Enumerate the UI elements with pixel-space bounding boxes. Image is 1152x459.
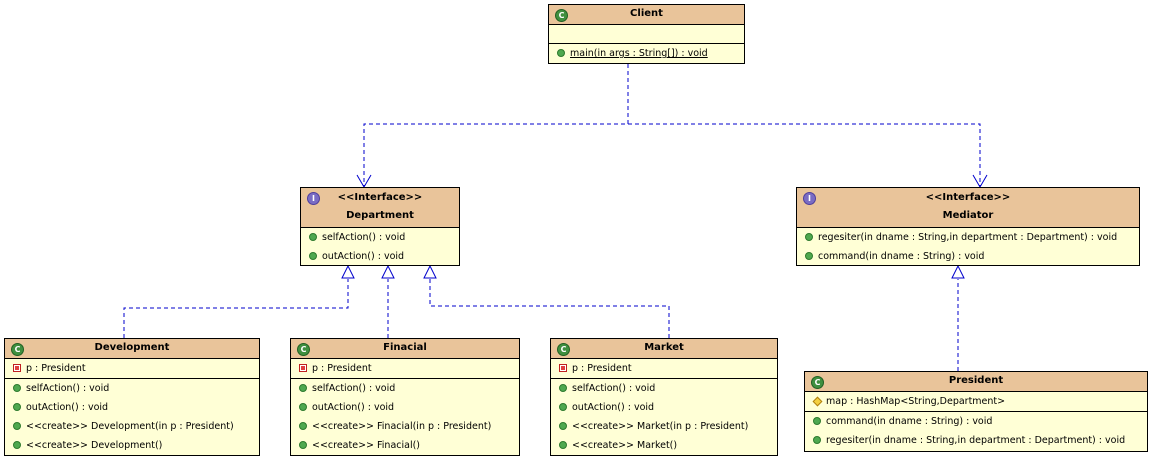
interface-department[interactable]: I <<Interface>> Department selfAction() … — [300, 187, 460, 266]
class-name: Mediator — [942, 210, 994, 221]
method-row: selfAction() : void — [5, 379, 259, 398]
method-row: <<create>> Finacial() — [291, 436, 519, 455]
triangle-development — [341, 264, 355, 279]
private-icon — [13, 364, 21, 372]
attributes-section — [549, 25, 744, 43]
method-row: <<create>> Finacial(in p : President) — [291, 417, 519, 436]
method-row: main(in args : String[]) : void — [549, 44, 744, 63]
realization-line-development — [123, 279, 349, 338]
method-row: <<create>> Market() — [551, 436, 777, 455]
method-row: command(in dname : String) : void — [805, 412, 1147, 431]
class-header: I <<Interface>> Department — [301, 188, 459, 228]
interface-mediator[interactable]: I <<Interface>> Mediator regesiter(in dn… — [796, 187, 1140, 266]
methods-section: selfAction() : void outAction() : void <… — [291, 378, 519, 455]
method-row: selfAction() : void — [291, 379, 519, 398]
class-icon: C — [811, 376, 824, 389]
private-icon — [559, 364, 567, 372]
class-president[interactable]: C President map : HashMap<String,Departm… — [804, 371, 1148, 452]
class-icon: C — [555, 9, 568, 22]
public-icon — [559, 441, 567, 449]
public-icon — [13, 384, 21, 392]
public-icon — [813, 417, 821, 425]
methods-section: selfAction() : void outAction() : void — [301, 228, 459, 266]
class-icon: C — [297, 343, 310, 356]
class-name: Market — [644, 342, 684, 353]
class-name: Client — [630, 8, 663, 19]
public-icon — [805, 252, 813, 260]
method-row: outAction() : void — [5, 398, 259, 417]
class-development[interactable]: C Development p : President selfAction()… — [4, 338, 260, 456]
class-icon: C — [11, 343, 24, 356]
method-row: outAction() : void — [291, 398, 519, 417]
triangle-finacial — [381, 264, 395, 279]
public-icon — [299, 422, 307, 430]
public-icon — [13, 403, 21, 411]
public-icon — [309, 252, 317, 260]
class-name: Department — [346, 210, 414, 221]
attribute-row: map : HashMap<String,Department> — [805, 392, 1147, 411]
public-icon — [559, 384, 567, 392]
method-row: selfAction() : void — [301, 228, 459, 247]
triangle-market — [423, 264, 437, 279]
methods-section: regesiter(in dname : String,in departmen… — [797, 228, 1139, 266]
attribute-row: p : President — [5, 359, 259, 378]
class-header: I <<Interface>> Mediator — [797, 188, 1139, 228]
protected-icon — [812, 396, 823, 407]
class-name: Finacial — [383, 342, 427, 353]
public-icon — [13, 441, 21, 449]
class-client[interactable]: C Client main(in args : String[]) : void — [548, 4, 745, 64]
method-row: outAction() : void — [551, 398, 777, 417]
class-header: C Market — [551, 339, 777, 359]
class-header: C Client — [549, 5, 744, 25]
public-icon — [813, 436, 821, 444]
triangle-mediator — [951, 264, 965, 279]
attributes-section: p : President — [291, 359, 519, 378]
class-finacial[interactable]: C Finacial p : President selfAction() : … — [290, 338, 520, 456]
methods-section: main(in args : String[]) : void — [549, 43, 744, 63]
interface-icon: I — [803, 192, 816, 205]
methods-section: command(in dname : String) : void regesi… — [805, 411, 1147, 450]
class-icon: C — [557, 343, 570, 356]
method-row: command(in dname : String) : void — [797, 247, 1139, 266]
realization-line-market — [429, 279, 670, 338]
private-icon — [299, 364, 307, 372]
class-header: C Development — [5, 339, 259, 359]
attribute-row: p : President — [551, 359, 777, 378]
public-icon — [557, 49, 565, 57]
method-row: selfAction() : void — [551, 379, 777, 398]
public-icon — [299, 441, 307, 449]
attributes-section: map : HashMap<String,Department> — [805, 392, 1147, 411]
public-icon — [805, 233, 813, 241]
attribute-row: p : President — [291, 359, 519, 378]
method-row: outAction() : void — [301, 247, 459, 266]
method-row: <<create>> Development(in p : President) — [5, 417, 259, 436]
stereotype-label: <<Interface>> — [925, 192, 1011, 203]
methods-section: selfAction() : void outAction() : void <… — [551, 378, 777, 455]
class-header: C President — [805, 372, 1147, 392]
class-name: President — [948, 375, 1004, 386]
attributes-section: p : President — [551, 359, 777, 378]
class-header: C Finacial — [291, 339, 519, 359]
method-row: regesiter(in dname : String,in departmen… — [805, 431, 1147, 450]
dependency-line-client — [363, 64, 629, 186]
class-market[interactable]: C Market p : President selfAction() : vo… — [550, 338, 778, 456]
public-icon — [309, 233, 317, 241]
public-icon — [13, 422, 21, 430]
dependency-line-client-mediator — [628, 123, 981, 186]
public-icon — [559, 422, 567, 430]
methods-section: selfAction() : void outAction() : void <… — [5, 378, 259, 455]
stereotype-label: <<Interface>> — [337, 192, 423, 203]
class-name: Development — [94, 342, 170, 353]
method-row: <<create>> Development() — [5, 436, 259, 455]
interface-icon: I — [307, 192, 320, 205]
public-icon — [299, 384, 307, 392]
public-icon — [559, 403, 567, 411]
method-row: regesiter(in dname : String,in departmen… — [797, 228, 1139, 247]
attributes-section: p : President — [5, 359, 259, 378]
method-row: <<create>> Market(in p : President) — [551, 417, 777, 436]
public-icon — [299, 403, 307, 411]
